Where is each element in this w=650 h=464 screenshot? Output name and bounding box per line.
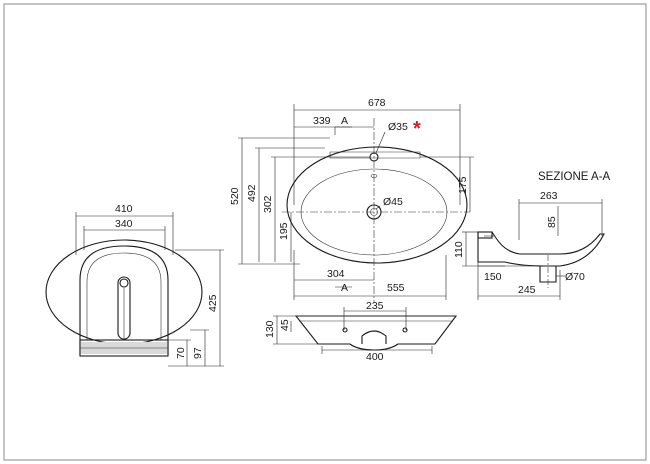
elevation-bolt-right	[402, 327, 408, 333]
section-letter-bottom: A	[341, 282, 348, 294]
elevation-bolt-left	[342, 327, 348, 333]
dim-340: 340	[115, 218, 133, 230]
dim-175: 175	[457, 176, 469, 194]
dim-70: 70	[175, 347, 187, 359]
dim-drain-70: Ø70	[565, 271, 585, 283]
front-view: 410 340 425 70 97	[45, 203, 224, 367]
back-deck	[329, 151, 421, 159]
dim-drain-45: Ø45	[383, 196, 403, 208]
section-view: SEZIONE A-A 263 85 110 150 Ø70 245	[453, 171, 611, 300]
elevation-view: 235 400 130 45	[264, 300, 458, 363]
dim-150: 150	[484, 271, 502, 283]
front-drain-pipe	[117, 276, 131, 340]
dim-110: 110	[453, 241, 465, 258]
dim-235: 235	[366, 300, 384, 312]
dim-410: 410	[115, 203, 133, 215]
dim-678: 678	[368, 97, 386, 109]
front-cavity	[79, 245, 169, 355]
dim-263: 263	[540, 190, 558, 202]
dim-195: 195	[278, 222, 290, 240]
section-title: SEZIONE A-A	[538, 171, 611, 183]
dim-302: 302	[262, 195, 274, 213]
sheet-frame	[3, 3, 647, 461]
dim-hole-35: Ø35	[388, 121, 408, 133]
basin-outline	[286, 146, 468, 264]
dim-130: 130	[264, 320, 276, 338]
dim-520: 520	[229, 187, 241, 205]
dim-97: 97	[192, 347, 204, 359]
dim-425: 425	[207, 294, 219, 312]
dim-304: 304	[327, 268, 345, 280]
marker-star: *	[413, 118, 421, 140]
plan-view: 678 339 A Ø35 * Ø45 520 492 302 195 175	[229, 97, 474, 302]
dim-85: 85	[546, 216, 558, 228]
dim-245: 245	[518, 284, 536, 296]
dim-339: 339	[313, 115, 331, 127]
section-profile	[477, 231, 605, 267]
dim-555: 555	[387, 282, 405, 294]
section-letter-top: A	[341, 115, 348, 127]
dim-400: 400	[366, 351, 384, 363]
dim-492: 492	[246, 184, 258, 202]
dim-45: 45	[279, 319, 291, 331]
